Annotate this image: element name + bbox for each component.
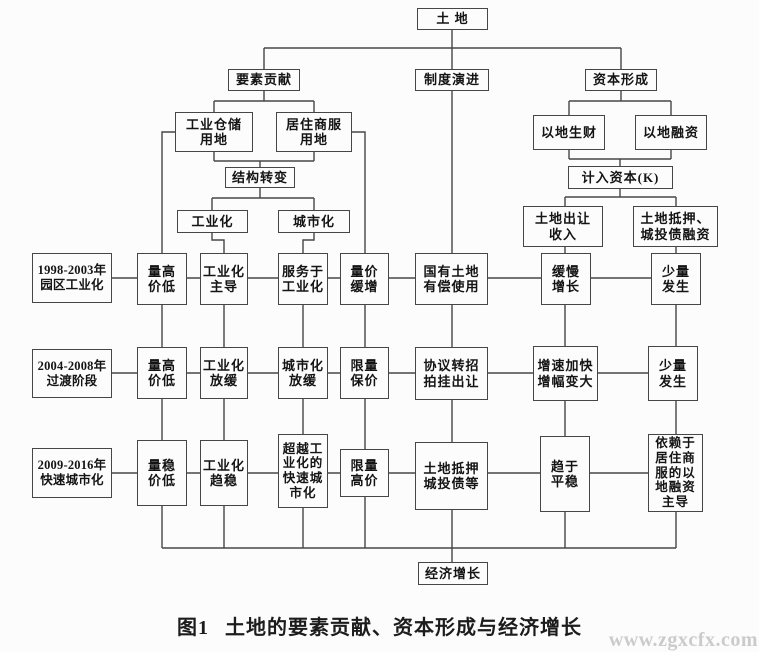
- node-industrial-storage-land: 工业仓储 用地: [175, 112, 253, 152]
- node-r1c8: 少量 发生: [651, 253, 701, 305]
- node-r3c6: 土地抵押 城投债等: [415, 442, 488, 510]
- node-institution-evolution: 制度演进: [415, 69, 489, 91]
- node-r1c4: 服务于 工业化: [278, 253, 328, 305]
- node-structural-transformation: 结构转变: [225, 167, 295, 188]
- caption-number: 图1: [177, 617, 209, 639]
- node-r2c7: 增速加快 增幅变大: [533, 346, 598, 401]
- node-r3c8: 依赖于 居住商 服的以 地融资 主导: [648, 434, 703, 512]
- node-factor-contribution: 要素贡献: [228, 69, 300, 91]
- node-r2c3: 工业化 放缓: [200, 347, 248, 399]
- node-land-transfer-income: 土地出让 收入: [523, 206, 603, 247]
- node-industrialization: 工业化: [177, 210, 248, 233]
- node-r1c3: 工业化 主导: [200, 253, 248, 305]
- caption-title: 土地的要素贡献、资本形成与经济增长: [225, 617, 582, 639]
- figure-caption: 图1 土地的要素贡献、资本形成与经济增长: [0, 611, 759, 640]
- node-land-for-financing: 以地融资: [635, 115, 707, 150]
- node-counted-as-capital: 计入资本(K): [568, 166, 673, 189]
- node-economic-growth: 经济增长: [418, 562, 488, 585]
- node-r3c4: 超越工 业化的 快速城 市化: [278, 434, 328, 508]
- node-phase3: 2009-2016年 快速城市化: [32, 448, 112, 498]
- node-r1c2: 量高 价低: [137, 253, 187, 305]
- node-land-mortgage-bond-financing: 土地抵押、 城投债融资: [633, 206, 718, 247]
- node-r3c2: 量稳 价低: [137, 440, 187, 506]
- node-r2c4: 城市化 放缓: [278, 347, 328, 399]
- node-residential-commercial-land: 居住商服 用地: [276, 112, 352, 152]
- node-r1c5: 量价 缓增: [340, 253, 389, 305]
- node-urbanization: 城市化: [278, 210, 350, 233]
- node-r3c3: 工业化 趋稳: [200, 440, 248, 506]
- node-r3c7: 趋于 平稳: [540, 436, 590, 512]
- connector-path: [112, 30, 677, 562]
- node-r3c5: 限量 高价: [340, 449, 389, 497]
- node-r2c8: 少量 发生: [648, 346, 698, 401]
- node-r1c6: 国有土地 有偿使用: [415, 253, 488, 305]
- node-phase2: 2004-2008年 过渡阶段: [32, 349, 112, 398]
- node-capital-formation: 资本形成: [585, 69, 657, 91]
- node-r2c6: 协议转招 拍挂出让: [415, 347, 488, 400]
- node-r2c5: 限量 保价: [340, 347, 389, 399]
- node-r1c7: 缓慢 增长: [541, 253, 591, 305]
- node-phase1: 1998-2003年 园区工业化: [32, 253, 112, 303]
- node-land: 土 地: [417, 8, 488, 30]
- watermark-text: www.zgxcfx.com: [608, 629, 758, 651]
- node-r2c2: 量高 价低: [137, 347, 187, 399]
- node-land-for-revenue: 以地生财: [533, 115, 605, 150]
